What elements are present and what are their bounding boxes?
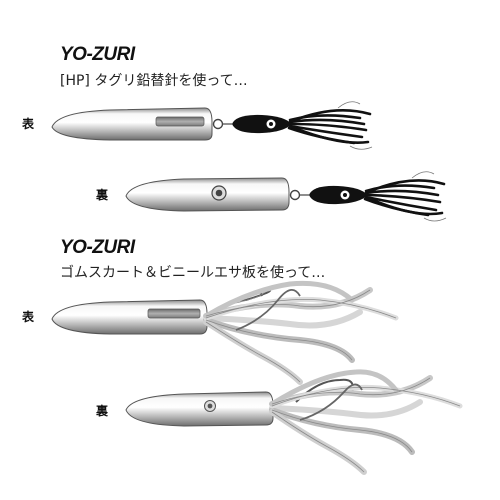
subtitle-top: [HP] タグリ鉛替針を使って… [60,73,248,89]
front-label-bottom: 表 [22,310,35,324]
brand-logo-top: YO-ZURI [60,44,135,65]
lure-4-back-rubber-skirt [125,369,463,475]
front-label-top: 表 [22,117,35,131]
back-label-top: 裏 [96,188,109,202]
lure-3-front-rubber-skirt [51,280,399,385]
brand-logo-bottom: YO-ZURI [60,237,135,258]
lure-2-back-squid [125,171,447,222]
lure-1-front-squid [51,101,373,150]
back-label-bottom: 裏 [96,404,109,418]
subtitle-bottom: ゴムスカート＆ビニールエサ板を使って… [60,265,326,281]
